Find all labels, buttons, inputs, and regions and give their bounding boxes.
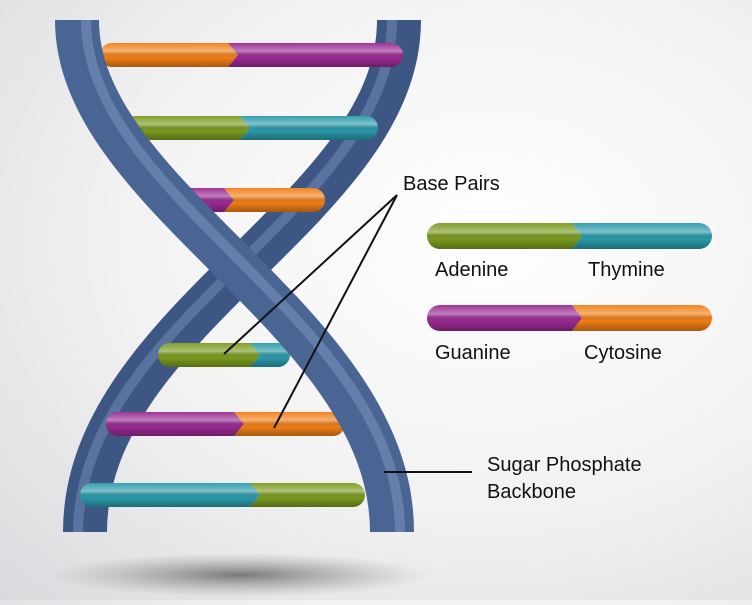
- base-shine: [106, 412, 345, 436]
- base-shine: [158, 343, 290, 367]
- adenine-label: Adenine: [435, 259, 509, 281]
- backbone-label-line1: Sugar Phosphate: [487, 454, 642, 476]
- pointer-line-2: [273, 194, 398, 429]
- cytosine-label: Cytosine: [584, 342, 662, 364]
- base-shine: [123, 116, 378, 140]
- base-shine: [427, 305, 712, 331]
- base-pairs-label: Base Pairs: [403, 173, 500, 195]
- backbone-strand-front-highlight: [81, 19, 405, 533]
- thymine-label: Thymine: [588, 259, 665, 281]
- guanine-label: Guanine: [435, 342, 511, 364]
- legend-bars: [427, 223, 712, 331]
- base-pair-rung: [158, 343, 290, 367]
- base-shine: [427, 223, 712, 249]
- pointer-lines: [223, 194, 472, 473]
- legend-bar-guanine-cytosine: [427, 305, 712, 331]
- legend-bar-adenine-thymine: [427, 223, 712, 249]
- base-pair-rung: [106, 412, 345, 436]
- base-shine: [100, 43, 403, 67]
- base-pair-rung: [123, 116, 378, 140]
- base-pair-rung: [80, 483, 365, 507]
- pointer-line-1: [223, 194, 398, 355]
- base-pair-rung: [100, 43, 403, 67]
- backbone-label-line2: Backbone: [487, 481, 576, 503]
- backbone-strand-front: [55, 19, 414, 533]
- base-shine: [173, 188, 325, 212]
- base-shine: [80, 483, 365, 507]
- floor-shadow: [50, 553, 430, 597]
